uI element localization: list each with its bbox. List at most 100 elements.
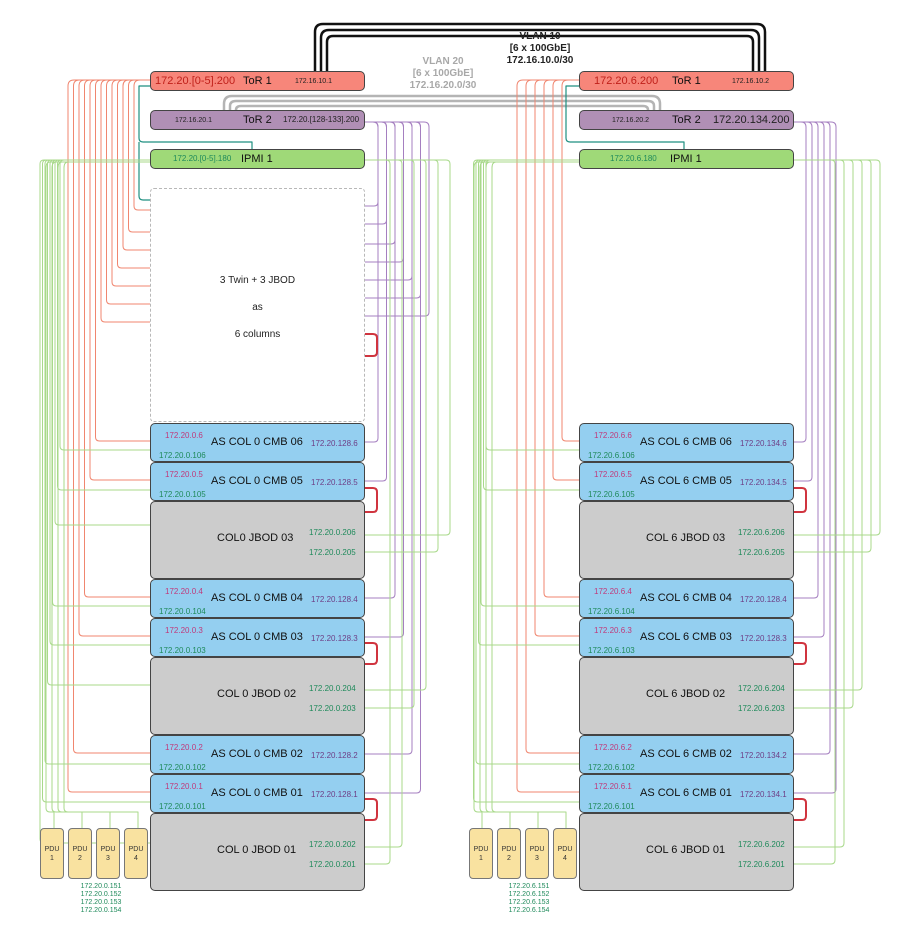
vlan20-label: VLAN 20 [6 x 100GbE] 172.16.20.0/30 — [383, 56, 503, 92]
ipmi-uplink — [138, 142, 150, 201]
node-ip-b: 172.20.0.205 — [309, 548, 356, 557]
right-tor2-label: ToR 2 — [672, 114, 701, 126]
ipmi-wire-green — [480, 159, 579, 607]
data-wire-purple — [794, 121, 807, 443]
ipmi-wire-green — [54, 159, 150, 526]
ipmi-wire-green — [794, 159, 863, 691]
right-ipmi-switch[interactable]: 172.20.6.180 IPMI 1 — [579, 149, 794, 169]
node-label: AS COL 6 CMB 06 — [640, 436, 732, 448]
left-tor1-label: ToR 1 — [243, 75, 272, 87]
left-pdu-ip: 172.20.0.153 — [80, 899, 122, 906]
right-tor1-ip: 172.20.6.200 — [594, 75, 659, 87]
node-ip-top: 172.20.0.2 — [165, 743, 203, 752]
pdu-wire-green — [51, 161, 150, 828]
ipmi-wire-green — [365, 159, 415, 709]
node-label: AS COL 0 CMB 03 — [211, 631, 303, 643]
placeholder-line3: 6 columns — [234, 329, 281, 340]
vlan10-link — [319, 28, 761, 71]
left-tor1-link-ip: 172.16.10.1 — [295, 78, 332, 85]
ipmi-wire-green — [365, 159, 427, 691]
node-ip-b: 172.20.6.201 — [738, 860, 785, 869]
cmb-interconnect-loop — [794, 642, 807, 665]
left-ipmi-switch[interactable]: 172.20.[0-5].180 IPMI 1 — [150, 149, 365, 169]
node-ip-right: 172.20.128.4 — [311, 595, 358, 604]
left-pdu-ip: 172.20.0.152 — [80, 891, 122, 898]
node-label: AS COL 0 CMB 04 — [211, 592, 303, 604]
right-pdu-ip: 172.20.6.153 — [508, 899, 550, 906]
right-tor1-switch[interactable]: 172.20.6.200 ToR 1 172.16.10.2 — [579, 71, 794, 91]
data-wire-purple — [794, 121, 837, 794]
node-label: AS COL 0 CMB 06 — [211, 436, 303, 448]
pdu-number: 4 — [134, 855, 138, 862]
node-label: AS COL 6 CMB 02 — [640, 748, 732, 760]
left-tor2-switch[interactable]: 172.16.20.1 ToR 2 172.20.[128-133].200 — [150, 110, 365, 130]
left-tor1-switch[interactable]: 172.20.[0-5].200 ToR 1 172.16.10.1 — [150, 71, 365, 91]
cmb-interconnect-loop — [365, 642, 378, 665]
ipmi-wire-green — [478, 159, 579, 646]
node-ip-top: 172.20.6.5 — [594, 470, 632, 479]
node-label: AS COL 6 CMB 01 — [640, 787, 732, 799]
node-ip-right: 172.20.134.5 — [740, 478, 787, 487]
node-ip-bottom: 172.20.0.101 — [159, 802, 206, 811]
data-wire-red — [561, 79, 579, 442]
ipmi-wire-green — [794, 159, 836, 865]
data-wire-purple — [365, 121, 421, 794]
node-label: COL 6 JBOD 03 — [646, 532, 726, 544]
data-wire-purple — [365, 121, 404, 263]
node-ip-right: 172.20.134.2 — [740, 751, 787, 760]
cmb-interconnect-loop — [365, 487, 378, 513]
node-ip-right: 172.20.128.5 — [311, 478, 358, 487]
node-ip-bottom: 172.20.0.106 — [159, 451, 206, 460]
placeholder-line2: as — [252, 302, 263, 313]
node-ip-b: 172.20.0.201 — [309, 860, 356, 869]
cmb-interconnect-loop — [794, 487, 807, 513]
node-ip-bottom: 172.20.6.103 — [588, 646, 635, 655]
data-wire-purple — [365, 121, 413, 755]
pdu-label: PDU — [473, 846, 489, 853]
node-label: COL 6 JBOD 01 — [646, 844, 726, 856]
node-ip-right: 172.20.128.1 — [311, 790, 358, 799]
vlan20-link — [222, 94, 662, 110]
node-ip-bottom: 172.20.0.103 — [159, 646, 206, 655]
node-ip-bottom: 172.20.0.105 — [159, 490, 206, 499]
node-ip-a: 172.20.0.206 — [309, 528, 356, 537]
node-ip-top: 172.20.0.4 — [165, 587, 203, 596]
ipmi-wire-green — [475, 159, 579, 765]
right-tor2-switch[interactable]: 172.16.20.2 ToR 2 172.20.134.200 — [579, 110, 794, 130]
left-tor2-ip: 172.20.[128-133].200 — [283, 115, 360, 124]
node-ip-a: 172.20.6.206 — [738, 528, 785, 537]
right-ipmi-ip: 172.20.6.180 — [610, 154, 657, 163]
vlan20-link — [228, 99, 656, 110]
pdu-number: 2 — [507, 855, 511, 862]
node-ip-bottom: 172.20.6.106 — [588, 451, 635, 460]
node-label: AS COL 6 CMB 04 — [640, 592, 732, 604]
ipmi-wire-green — [794, 159, 854, 709]
